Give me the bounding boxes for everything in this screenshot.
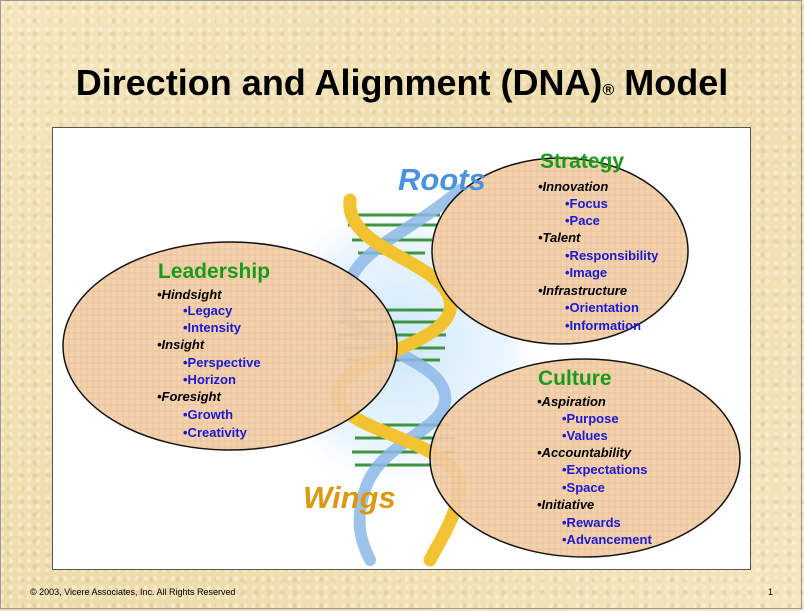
- leadership-item-growth: •Growth: [183, 407, 234, 422]
- wings-label: Wings: [303, 480, 396, 515]
- strategy-item-orientation: •Orientation: [565, 300, 639, 315]
- leadership-group-foresight: •Foresight: [157, 389, 221, 404]
- strategy-item-focus: •Focus: [565, 196, 608, 211]
- leadership-item-perspective: •Perspective: [183, 355, 261, 370]
- culture-group-aspiration: •Aspiration: [537, 394, 606, 409]
- culture-item-space: •Space: [562, 480, 605, 495]
- page-number: 1: [768, 587, 774, 597]
- strategy-item-pace: •Pace: [565, 213, 600, 228]
- leadership-ellipse: [62, 241, 398, 451]
- strategy-group-infrastructure: •Infrastructure: [538, 283, 628, 298]
- strategy-group-talent: •Talent: [538, 230, 581, 245]
- culture-item-advancement: •Advancement: [562, 532, 652, 547]
- culture-item-rewards: •Rewards: [562, 515, 621, 530]
- leadership-heading: Leadership: [158, 260, 271, 283]
- leadership-item-horizon: •Horizon: [183, 372, 236, 387]
- strategy-group-innovation: •Innovation: [538, 179, 609, 194]
- leadership-group-hindsight: •Hindsight: [157, 287, 222, 302]
- culture-ellipse: [429, 358, 741, 558]
- leadership-item-legacy: •Legacy: [183, 303, 233, 318]
- strategy-item-image: •Image: [565, 265, 608, 280]
- leadership-item-creativity: •Creativity: [183, 425, 247, 440]
- culture-item-values: •Values: [562, 428, 608, 443]
- roots-label: Roots: [398, 162, 486, 197]
- strategy-heading: Strategy: [540, 150, 625, 173]
- culture-item-purpose: •Purpose: [562, 411, 619, 426]
- strategy-ellipse: [431, 157, 689, 345]
- copyright-footer: © 2003, Vicere Associates, Inc. All Righ…: [30, 587, 236, 597]
- dna-strand-blue: [338, 184, 466, 566]
- culture-item-expectations: •Expectations: [562, 462, 648, 477]
- strategy-item-information: •Information: [565, 318, 642, 333]
- culture-heading: Culture: [538, 367, 612, 390]
- leadership-item-intensity: •Intensity: [183, 320, 242, 335]
- culture-group-accountability: •Accountability: [537, 445, 632, 460]
- slide-title: Direction and Alignment (DNA)® Model: [75, 62, 729, 103]
- strategy-item-responsibility: •Responsibility: [565, 248, 659, 263]
- culture-group-initiative: •Initiative: [537, 497, 595, 512]
- leadership-group-insight: •Insight: [157, 337, 205, 352]
